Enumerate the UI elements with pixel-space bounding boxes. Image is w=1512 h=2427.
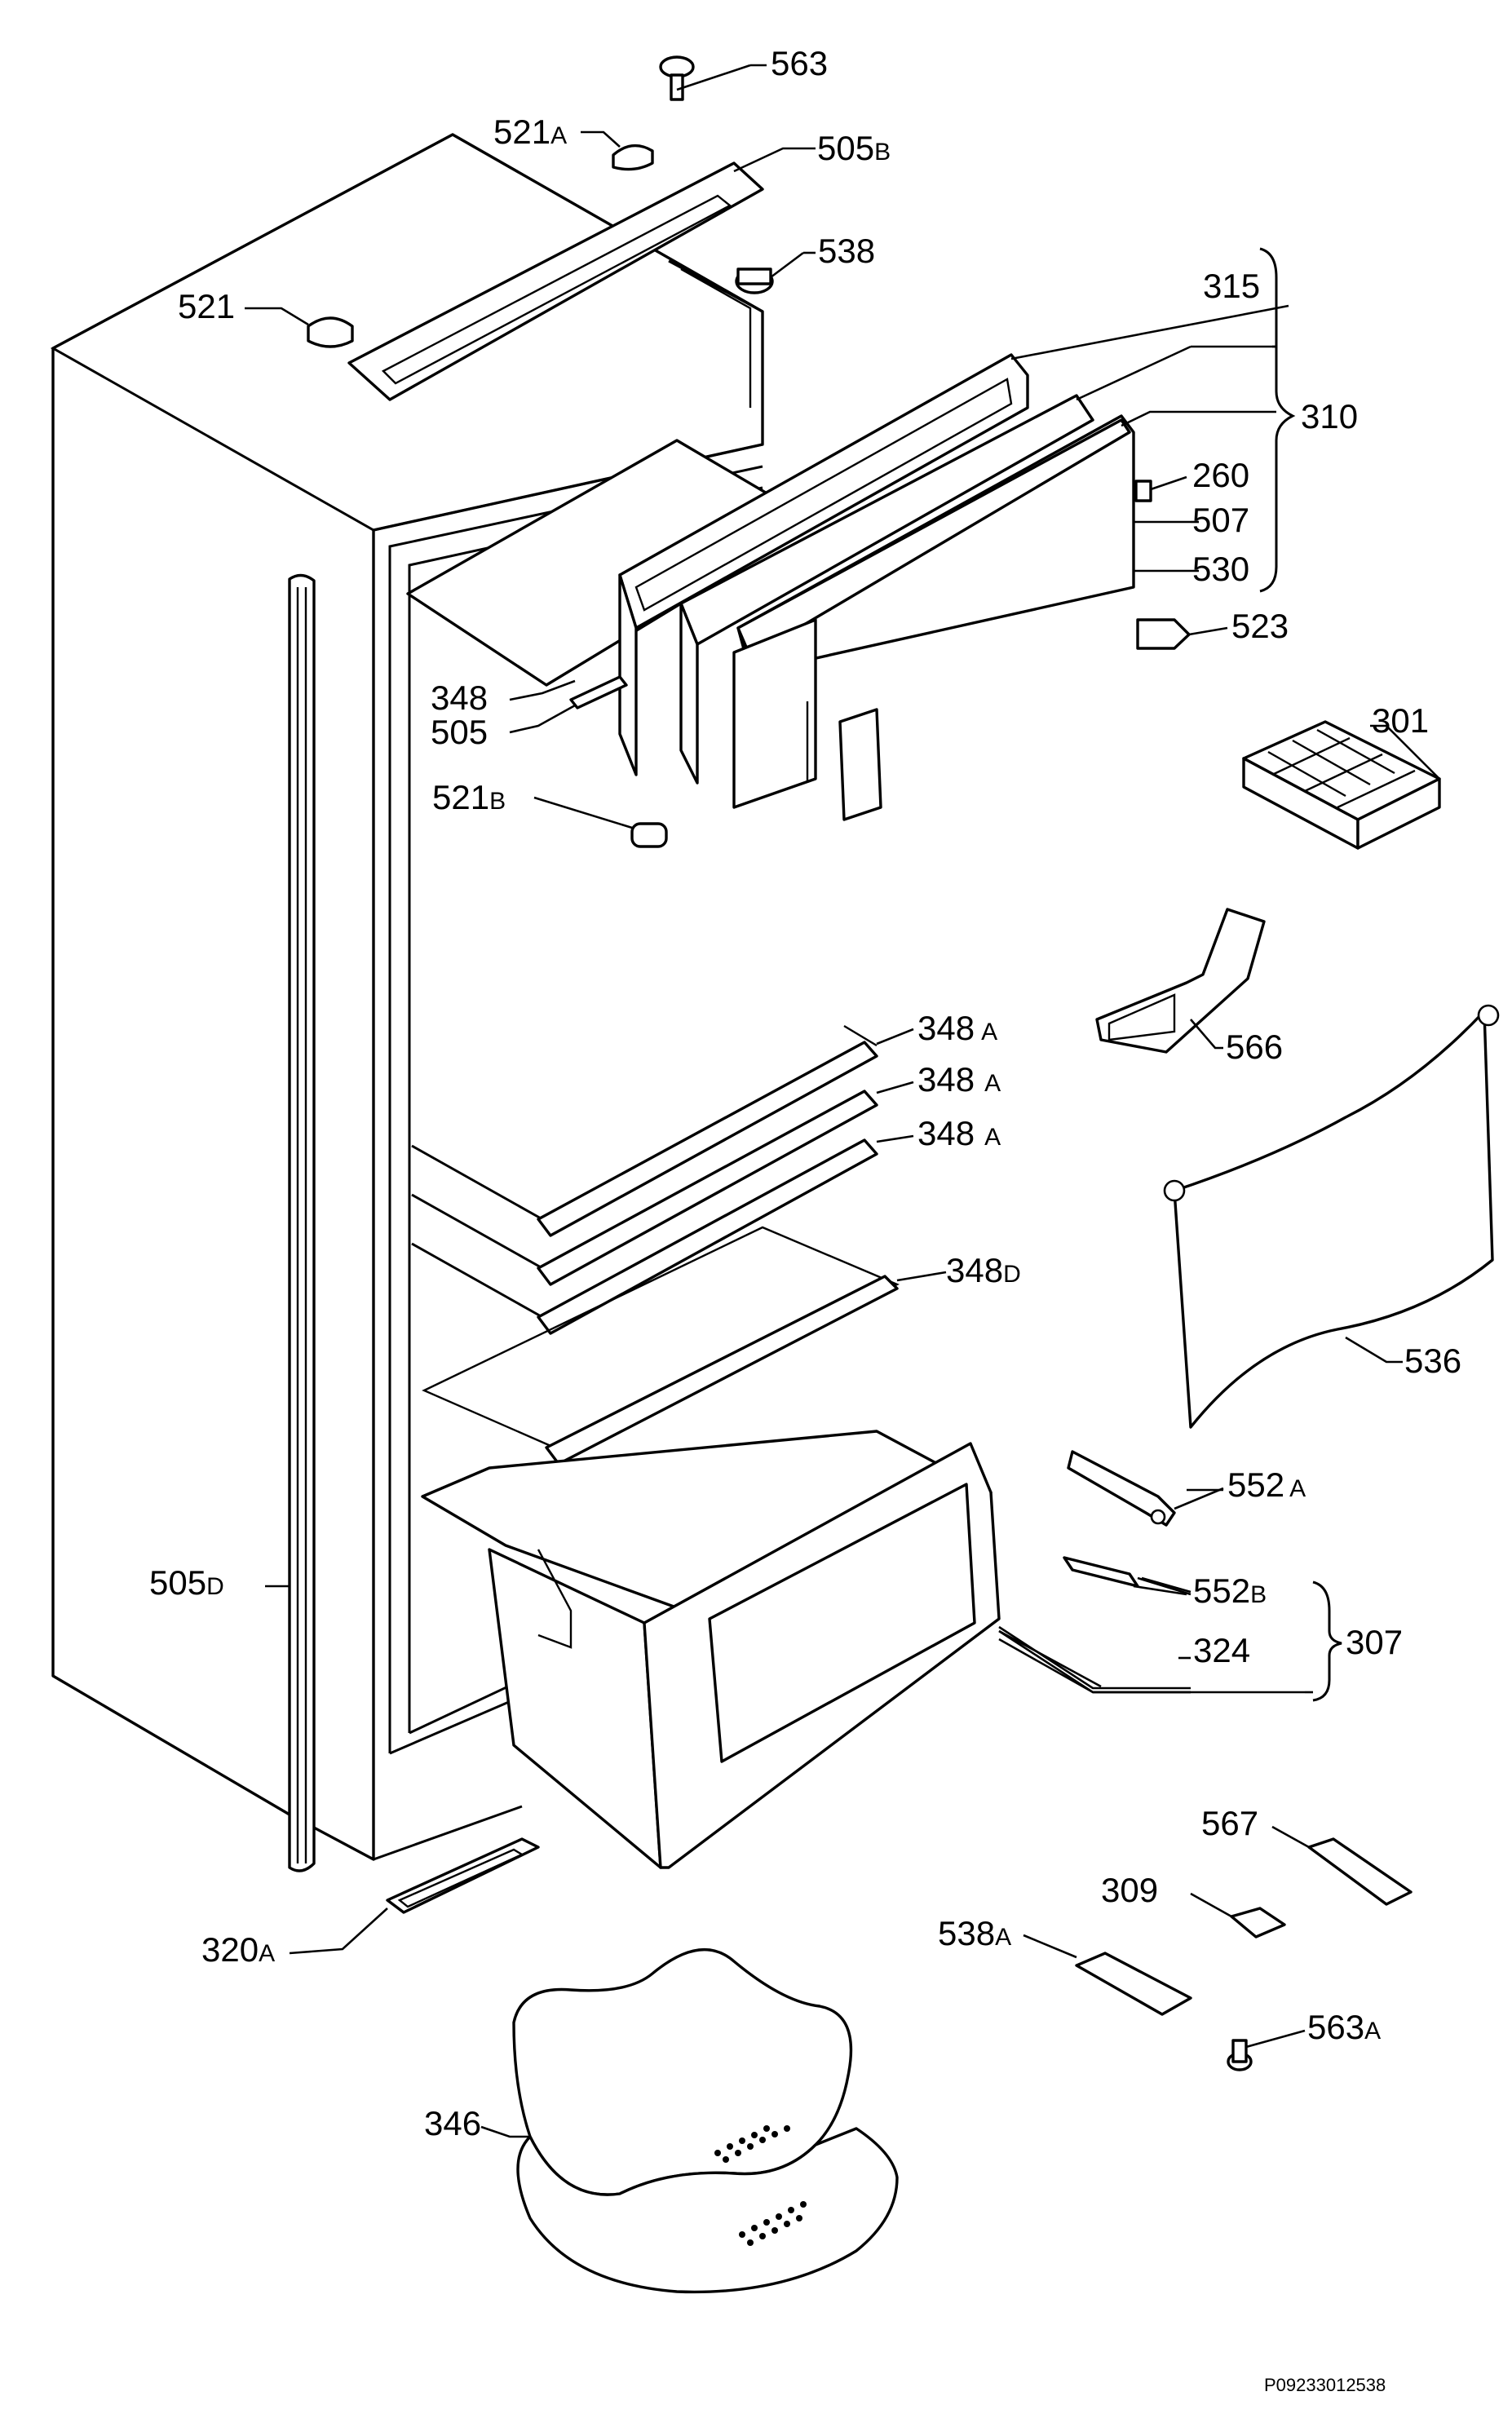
label-567: 567 [1201, 1804, 1258, 1842]
part-538a [1023, 1934, 1192, 2016]
freezer-door-assembly [406, 304, 1289, 821]
label-309: 309 [1101, 1871, 1158, 1909]
label-536: 536 [1404, 1342, 1461, 1380]
flexible-shelf-536 [1163, 1004, 1500, 1429]
label-301: 301 [1372, 701, 1429, 740]
label-521: 521 [178, 287, 235, 325]
label-348d: 348D [946, 1251, 1021, 1289]
knob-563 [659, 55, 751, 101]
part-523 [1136, 618, 1228, 650]
label-523: 523 [1231, 607, 1289, 645]
bracket-320a [289, 1837, 540, 1955]
shelf-rail-505 [509, 675, 628, 734]
label-leaders [998, 1488, 1313, 1694]
label-315: 315 [1203, 267, 1260, 305]
label-320a: 320A [201, 1930, 275, 1969]
label-521a: 521A [493, 113, 567, 151]
label-563: 563 [771, 44, 828, 82]
label-552b: 552B [1193, 1572, 1267, 1610]
leader-lines [750, 64, 1296, 593]
part-309 [1190, 1892, 1286, 1939]
label-521b: 521B [432, 778, 506, 816]
knob-521 [245, 307, 354, 348]
drawing-id: P09233012538 [1264, 2375, 1386, 2395]
label-505: 505 [431, 713, 488, 751]
knob-521b [533, 796, 668, 848]
label-324: 324 [1193, 1631, 1250, 1669]
shelf-348a-3 [411, 1134, 914, 1335]
label-505d: 505D [149, 1563, 224, 1602]
door-seal-strip [265, 573, 316, 1872]
slide-rail-552b [1063, 1556, 1191, 1596]
label-507: 507 [1192, 501, 1249, 539]
bracket-307 [1312, 1580, 1342, 1702]
label-260: 260 [1192, 456, 1249, 494]
callout-labels: 563 521A 505B 538 521 315 310 260 507 53… [149, 44, 1461, 2395]
label-307: 307 [1346, 1623, 1403, 1661]
label-538: 538 [818, 232, 875, 270]
part-567 [1271, 1825, 1413, 1906]
shelf-348a-2 [411, 1081, 914, 1286]
label-505b: 505B [817, 129, 891, 167]
ice-scraper-566 [1095, 908, 1266, 1054]
slide-rail-552a [1067, 1450, 1224, 1527]
crisper-drawer-324 [421, 1430, 1191, 1869]
shelf-348d [422, 1226, 947, 1465]
label-566: 566 [1226, 1028, 1283, 1066]
hinge-538 [735, 251, 804, 294]
clip-260 [1134, 475, 1187, 502]
label-530: 530 [1192, 550, 1249, 588]
label-348: 348 [431, 679, 488, 717]
egg-tray-346 [480, 1947, 899, 2294]
ice-tray-301 [1242, 720, 1441, 850]
label-563a: 563A [1307, 2008, 1381, 2046]
part-563a [1227, 2029, 1306, 2071]
label-310: 310 [1301, 397, 1358, 435]
label-346: 346 [424, 2104, 481, 2142]
knob-521a [581, 130, 654, 171]
shelf-348a-1 [411, 1024, 914, 1237]
label-538a: 538A [938, 1914, 1011, 1952]
top-hinge-rail [347, 147, 816, 401]
